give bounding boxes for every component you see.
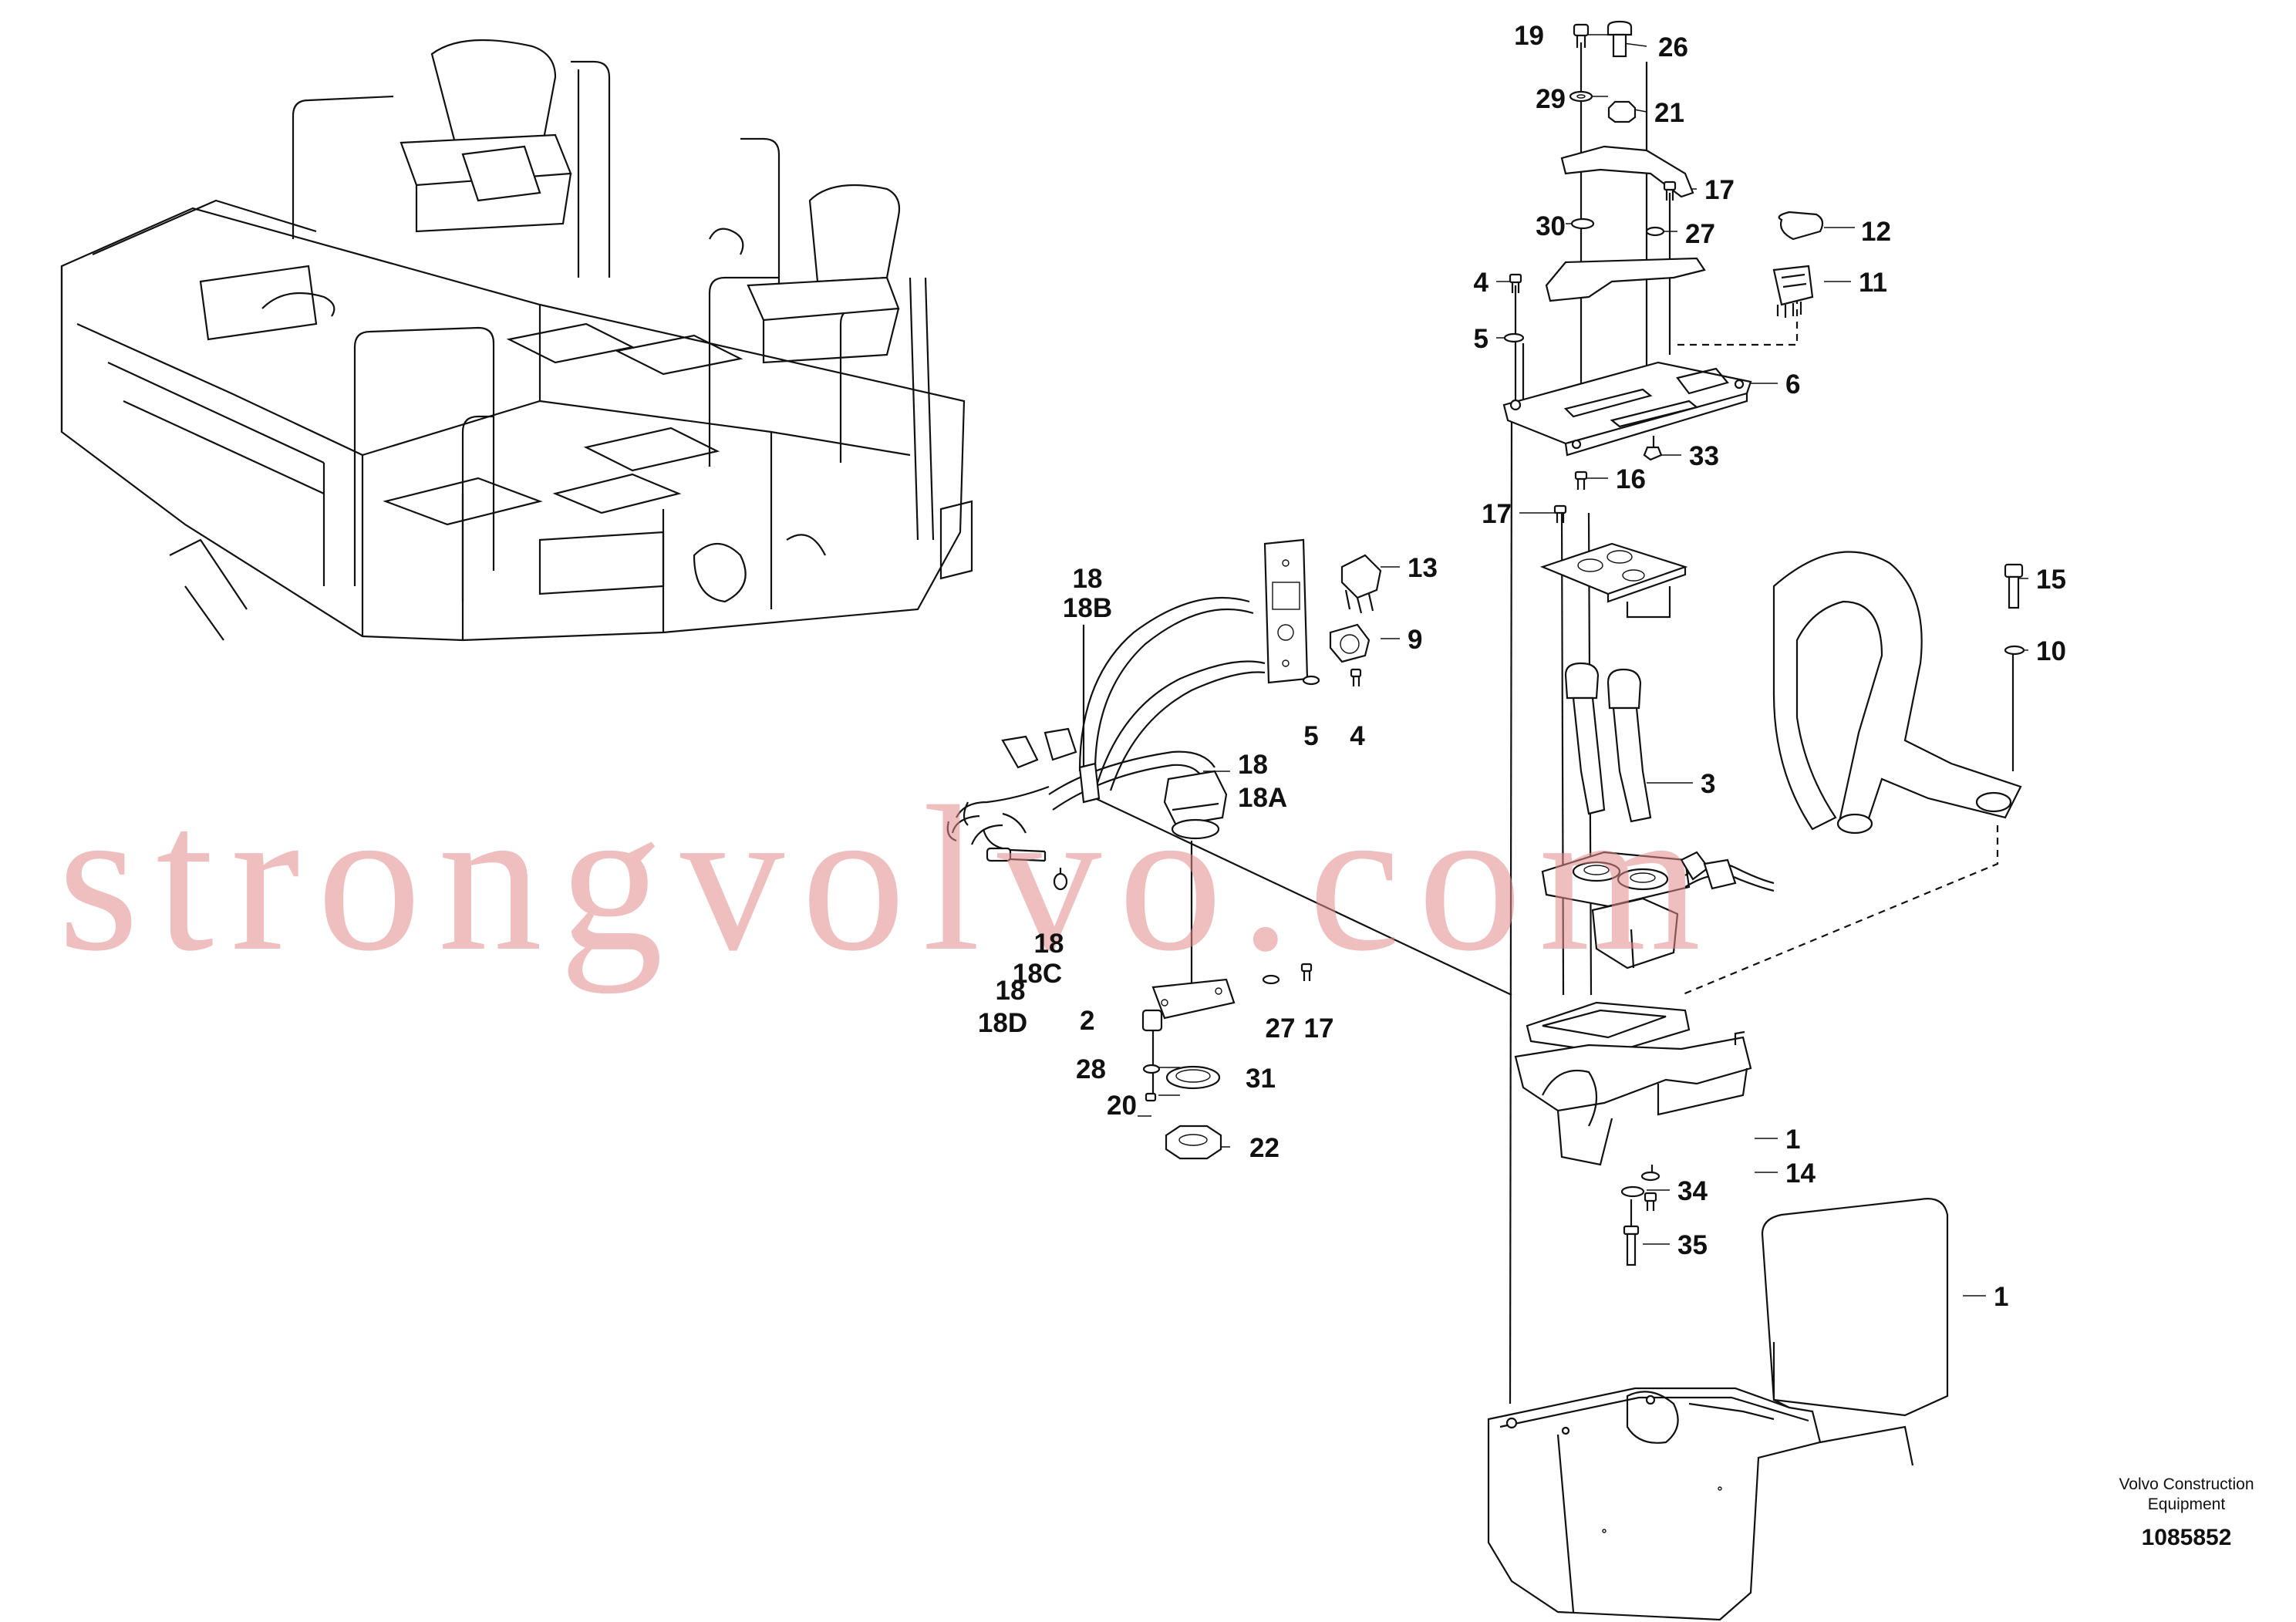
label-30: 30 xyxy=(1536,211,1566,241)
leader-lines xyxy=(1059,34,2028,1404)
label-17-top: 17 xyxy=(1704,175,1735,205)
label-5-harness: 5 xyxy=(1303,721,1318,751)
label-2: 2 xyxy=(1080,1006,1094,1036)
label-33: 33 xyxy=(1689,441,1719,471)
label-20: 20 xyxy=(1107,1091,1137,1121)
mounting-plate xyxy=(1539,542,1688,619)
label-35: 35 xyxy=(1677,1230,1708,1260)
label-19: 19 xyxy=(1514,21,1544,51)
label-28: 28 xyxy=(1076,1054,1106,1084)
label-9: 9 xyxy=(1408,625,1422,655)
label-18-top: 18 xyxy=(1073,564,1103,594)
brand-line-1: Volvo Construction xyxy=(2119,1475,2254,1493)
label-27-top: 27 xyxy=(1685,219,1715,249)
part-labels: 19 26 29 21 17 30 27 12 4 11 5 6 33 16 1… xyxy=(978,21,2066,1312)
handrail-assembly xyxy=(1772,551,2025,835)
label-15: 15 xyxy=(2036,565,2066,595)
label-18D: 18D xyxy=(978,1008,1027,1038)
lower-bracket-frame xyxy=(1514,1001,1752,1266)
label-1-mid: 1 xyxy=(1785,1125,1800,1155)
watermark: strongvolvo.com xyxy=(58,764,1718,994)
wiring-harness-18 xyxy=(946,538,1382,1160)
label-14: 14 xyxy=(1785,1158,1816,1189)
label-34: 34 xyxy=(1677,1176,1708,1206)
drawing-number: 1085852 xyxy=(2142,1525,2232,1550)
label-10: 10 xyxy=(2036,636,2066,666)
console-housing-1 xyxy=(1487,1198,1949,1621)
top-fasteners xyxy=(1503,20,1824,343)
label-1: 1 xyxy=(1994,1282,2008,1312)
label-13: 13 xyxy=(1408,553,1438,583)
brand-line-2: Equipment xyxy=(2148,1496,2226,1513)
label-22: 22 xyxy=(1249,1133,1279,1163)
label-4-top: 4 xyxy=(1474,268,1489,298)
label-5-top: 5 xyxy=(1474,324,1489,354)
label-11: 11 xyxy=(1859,268,1887,298)
label-18B: 18B xyxy=(1063,593,1112,623)
label-12: 12 xyxy=(1861,217,1891,247)
label-31: 31 xyxy=(1246,1064,1276,1094)
cover-plate-6 xyxy=(1502,361,1752,523)
label-17-low: 17 xyxy=(1304,1013,1334,1044)
label-18-mid: 18 xyxy=(1034,929,1064,959)
label-18A: 18A xyxy=(1238,783,1287,813)
label-4-harness: 4 xyxy=(1350,721,1365,751)
label-18-right: 18 xyxy=(1238,750,1268,780)
label-6: 6 xyxy=(1785,369,1800,400)
label-16: 16 xyxy=(1616,464,1646,494)
label-3: 3 xyxy=(1701,769,1715,799)
label-29: 29 xyxy=(1536,84,1566,114)
label-27-low: 27 xyxy=(1266,1013,1296,1044)
label-17-mid: 17 xyxy=(1482,499,1512,529)
label-21: 21 xyxy=(1654,98,1684,128)
joystick-assembly-3 xyxy=(1541,662,1775,969)
label-18C: 18C xyxy=(1013,959,1062,989)
machine-overview-illustration xyxy=(60,39,973,642)
label-26: 26 xyxy=(1658,32,1688,62)
label-18-low: 18 xyxy=(996,976,1026,1006)
